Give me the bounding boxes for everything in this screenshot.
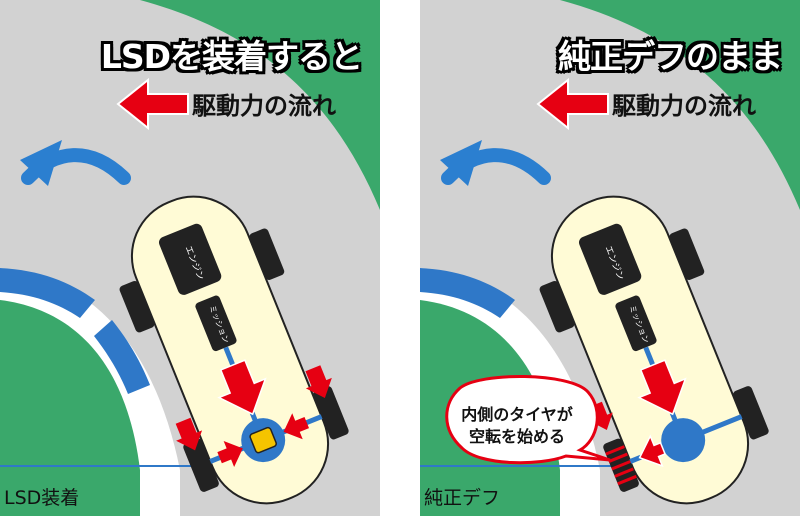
motion-arrow-head: [440, 140, 482, 186]
outer-grass: [140, 0, 380, 210]
flow-label: 駆動力の流れ: [612, 92, 756, 120]
spin-mark: [614, 467, 634, 478]
stock-diff-scene: エンジン ミッション: [420, 0, 800, 516]
drive-arrow-down: [637, 359, 687, 416]
rear-right-thrust-arrow: [305, 365, 332, 398]
curb-blue-stripe: [420, 268, 515, 318]
callout-line: 内側のタイヤが: [461, 405, 573, 424]
drive-arrow-right: [283, 413, 310, 440]
curb-blue-stripe: [0, 268, 95, 318]
spin-mark: [608, 452, 628, 463]
spin-mark: [611, 460, 631, 471]
headline: LSDを装着すると: [100, 37, 363, 76]
engine-block: [159, 223, 222, 295]
speech-bubble: [445, 375, 611, 465]
inner-grass: [0, 300, 140, 516]
front-left-tire: [119, 280, 155, 333]
bottom-label: LSD装着: [4, 487, 80, 509]
front-left-tire: [539, 280, 575, 333]
lsd-panel: エンジン ミッション LSDを装着すると 駆動力の流れ LSD装着: [0, 0, 380, 516]
callout-line: 空転を始める: [468, 427, 565, 446]
differential: [661, 418, 706, 463]
spin-mark: [605, 445, 625, 456]
drive-arrow-left: [638, 434, 667, 468]
spin-mark: [617, 474, 637, 486]
speech-bubble-text: 内側のタイヤが 空転を始める: [442, 404, 592, 448]
outer-grass: [560, 0, 800, 210]
rear-left-thrust-arrow: [175, 417, 203, 451]
transmission-block: [195, 295, 237, 352]
car: エンジン ミッション: [119, 195, 349, 505]
drive-arrow-down: [217, 359, 267, 416]
motion-arrow-head: [20, 140, 62, 186]
drive-arrow-left: [217, 441, 243, 467]
lsd-unit: [249, 426, 277, 454]
curb-blue-stripe: [94, 320, 150, 394]
flow-label: 駆動力の流れ: [192, 92, 336, 120]
flow-legend-arrow: [536, 77, 609, 131]
headline: 純正デフのまま: [558, 37, 783, 76]
transmission-block: [615, 295, 657, 352]
front-right-tire: [669, 228, 705, 280]
stock-diff-panel: エンジン ミッション 純正デフのまま 駆動力の流れ 内側のタイヤが 空転を始める…: [420, 0, 800, 516]
car: エンジン ミッション: [539, 195, 769, 505]
rear-right-tire: [313, 386, 349, 440]
bottom-label: 純正デフ: [424, 487, 501, 509]
rear-right-tire: [733, 386, 769, 440]
flow-legend-arrow: [116, 77, 189, 131]
engine-block: [579, 223, 642, 295]
rear-left-tire: [183, 438, 219, 492]
front-right-tire: [249, 228, 285, 280]
lsd-scene: エンジン ミッション: [0, 0, 380, 516]
